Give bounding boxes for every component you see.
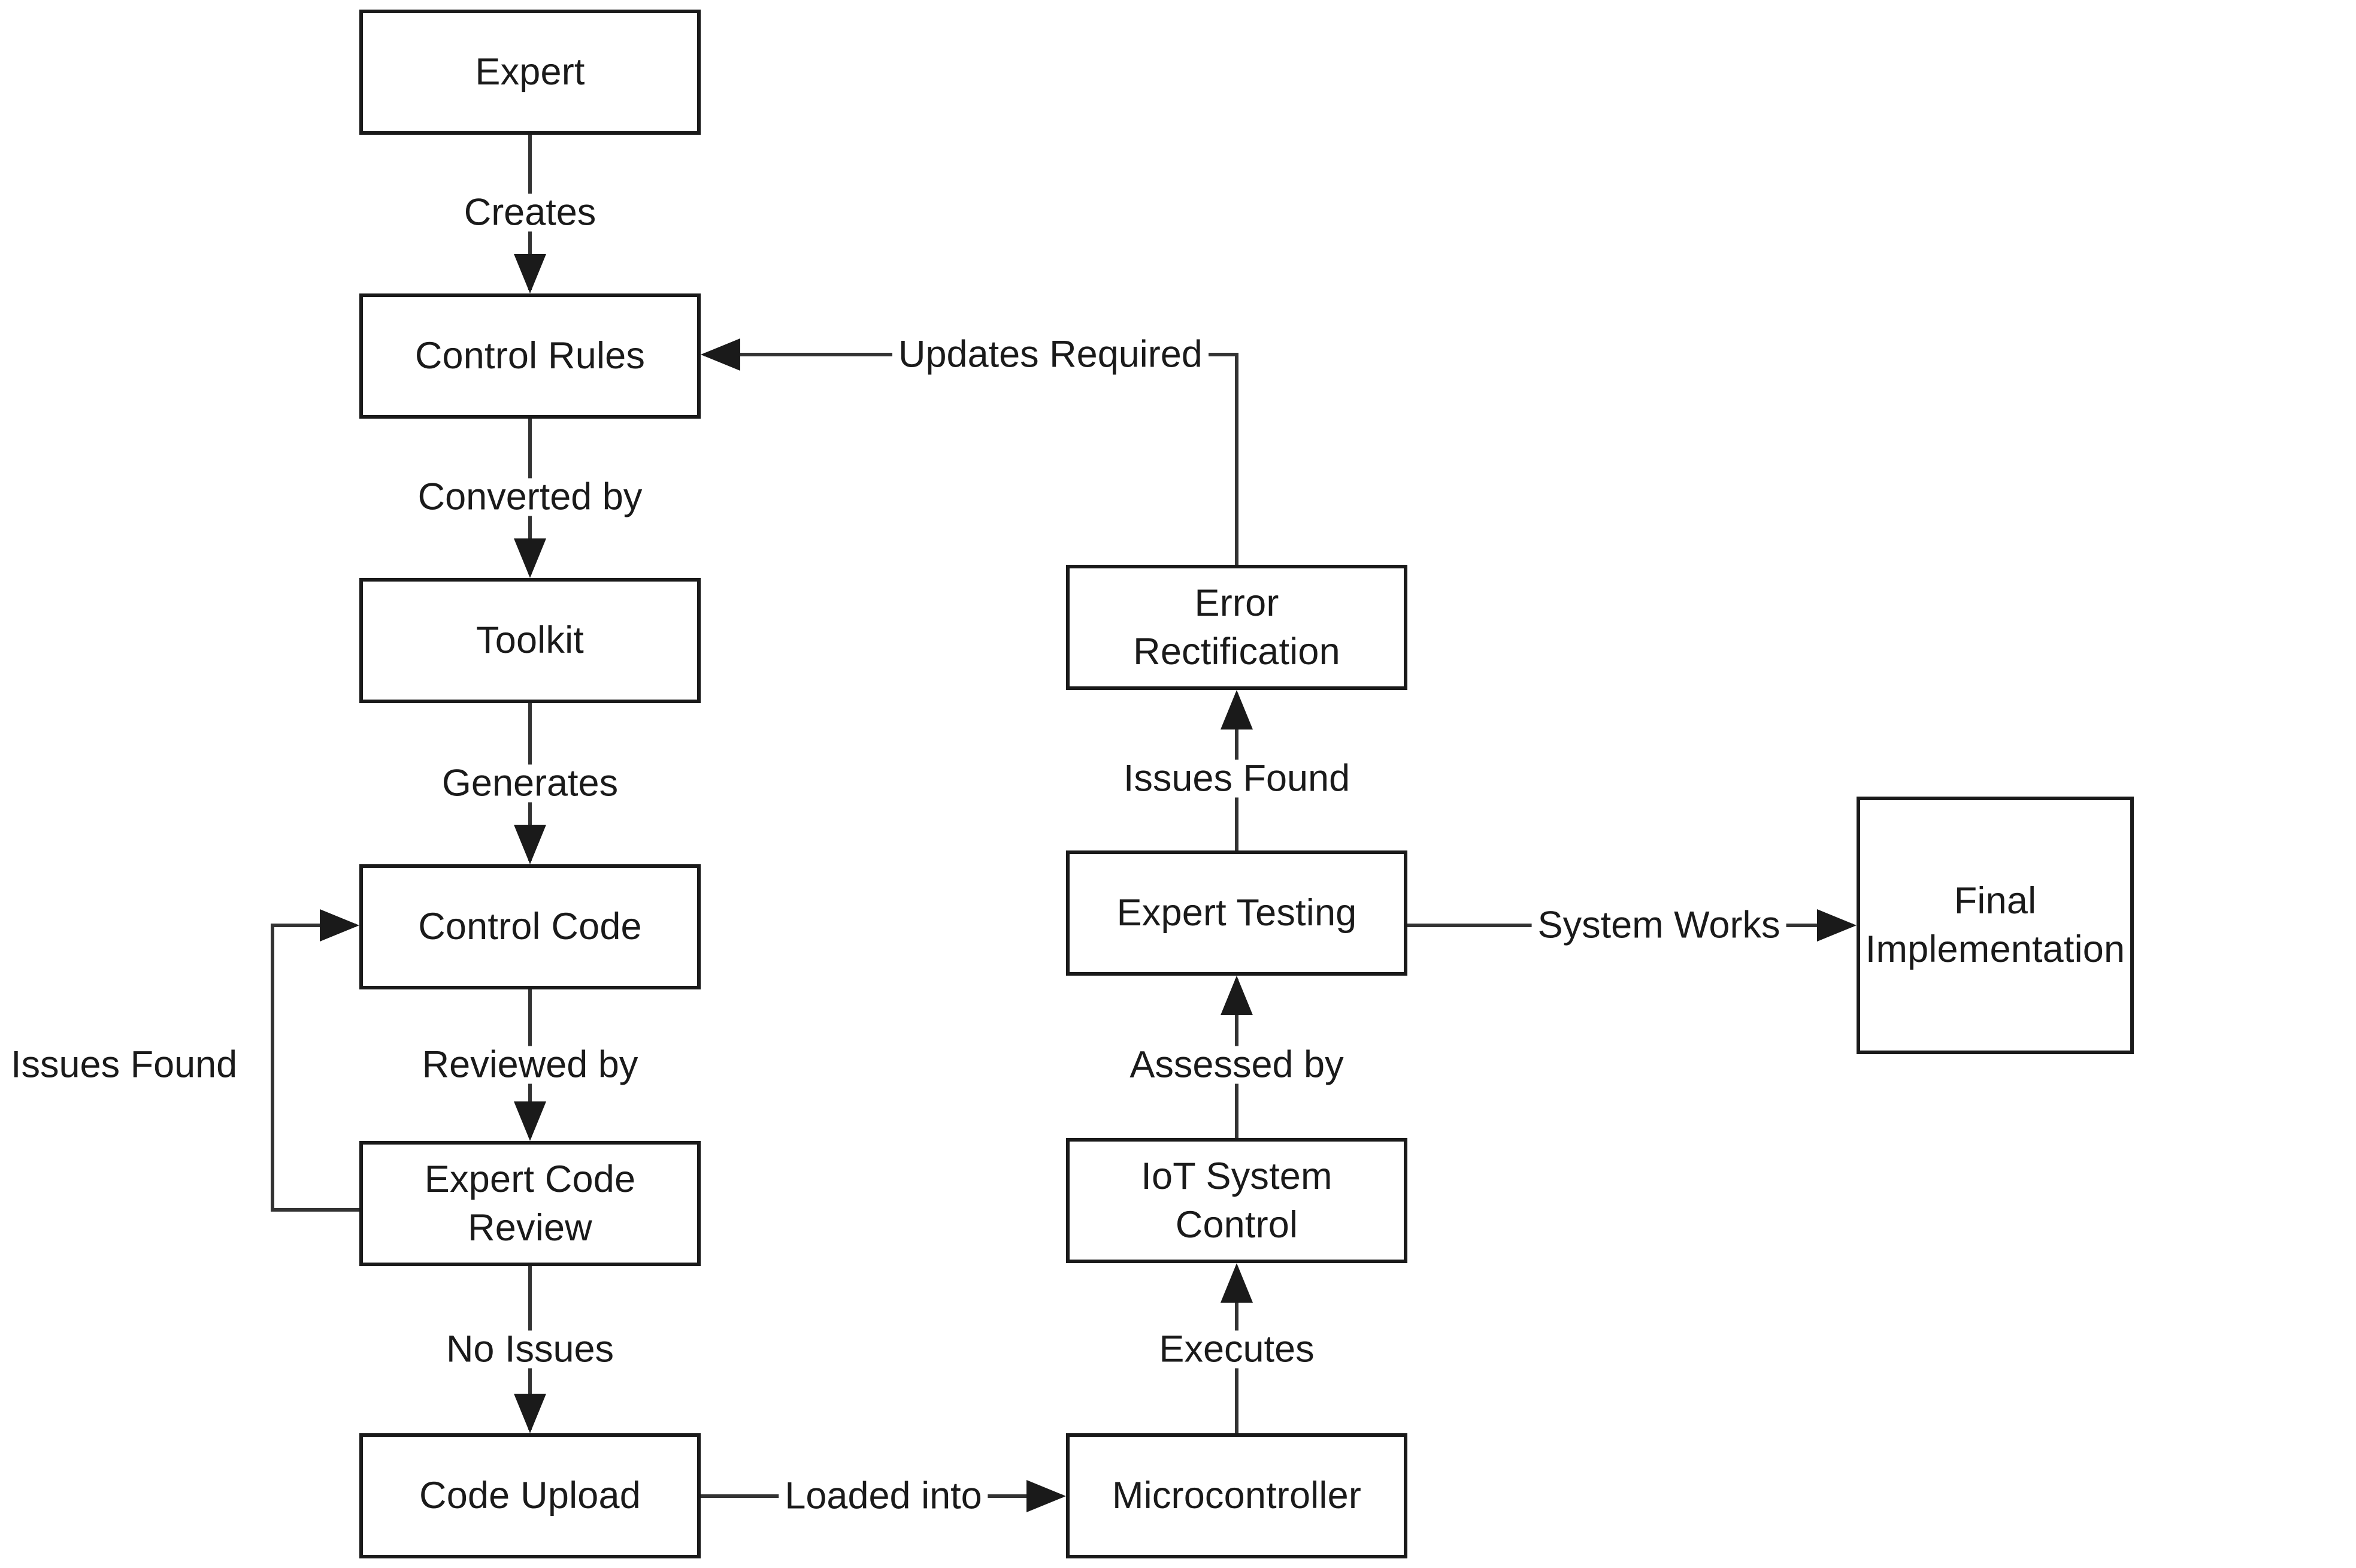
node-toolkit-label: Toolkit [476, 619, 584, 662]
node-iot-system-control-label: IoT System Control [1141, 1155, 1333, 1246]
edge-label-reviewed-by: Reviewed by [416, 1046, 644, 1084]
node-microcontroller[interactable]: Microcontroller [1066, 1433, 1407, 1558]
node-control-rules-label: Control Rules [414, 335, 646, 377]
node-control-rules[interactable]: Control Rules [359, 293, 701, 419]
edge-label-generates: Generates [435, 764, 625, 803]
node-microcontroller-label: Microcontroller [1112, 1475, 1362, 1517]
edge-label-system-works: System Works [1531, 906, 1786, 945]
edge-label-loaded-into: Loaded into [779, 1477, 988, 1515]
node-control-code-label: Control Code [418, 906, 642, 948]
edge-label-creates: Creates [458, 193, 602, 232]
node-final-implementation-label: Final Implementation [1865, 880, 2125, 970]
node-expert-label: Expert [475, 51, 585, 93]
node-expert-code-review[interactable]: Expert Code Review [359, 1141, 701, 1266]
node-expert-testing-label: Expert Testing [1116, 892, 1357, 934]
edge-label-no-issues: No Issues [440, 1330, 620, 1369]
edge-label-issues-found-code: Issues Found [5, 1046, 244, 1084]
node-toolkit[interactable]: Toolkit [359, 578, 701, 703]
node-error-rectification-label: Error Rectification [1133, 582, 1340, 673]
node-expert[interactable]: Expert [359, 10, 701, 135]
node-code-upload[interactable]: Code Upload [359, 1433, 701, 1558]
edge-issues-found-code [271, 909, 359, 1212]
node-expert-testing[interactable]: Expert Testing [1066, 850, 1407, 976]
node-code-upload-label: Code Upload [419, 1475, 641, 1517]
node-control-code[interactable]: Control Code [359, 864, 701, 989]
node-error-rectification[interactable]: Error Rectification [1066, 565, 1407, 690]
edge-label-issues-found-test: Issues Found [1117, 759, 1356, 798]
node-final-implementation[interactable]: Final Implementation [1857, 797, 2134, 1054]
node-expert-code-review-label: Expert Code Review [424, 1158, 636, 1249]
edge-label-converted-by: Converted by [411, 478, 649, 516]
edge-updates-required [701, 338, 1238, 565]
edge-label-assessed-by: Assessed by [1124, 1046, 1350, 1084]
edge-label-updates-required: Updates Required [892, 335, 1209, 374]
edge-label-executes: Executes [1153, 1330, 1321, 1369]
node-iot-system-control[interactable]: IoT System Control [1066, 1138, 1407, 1263]
